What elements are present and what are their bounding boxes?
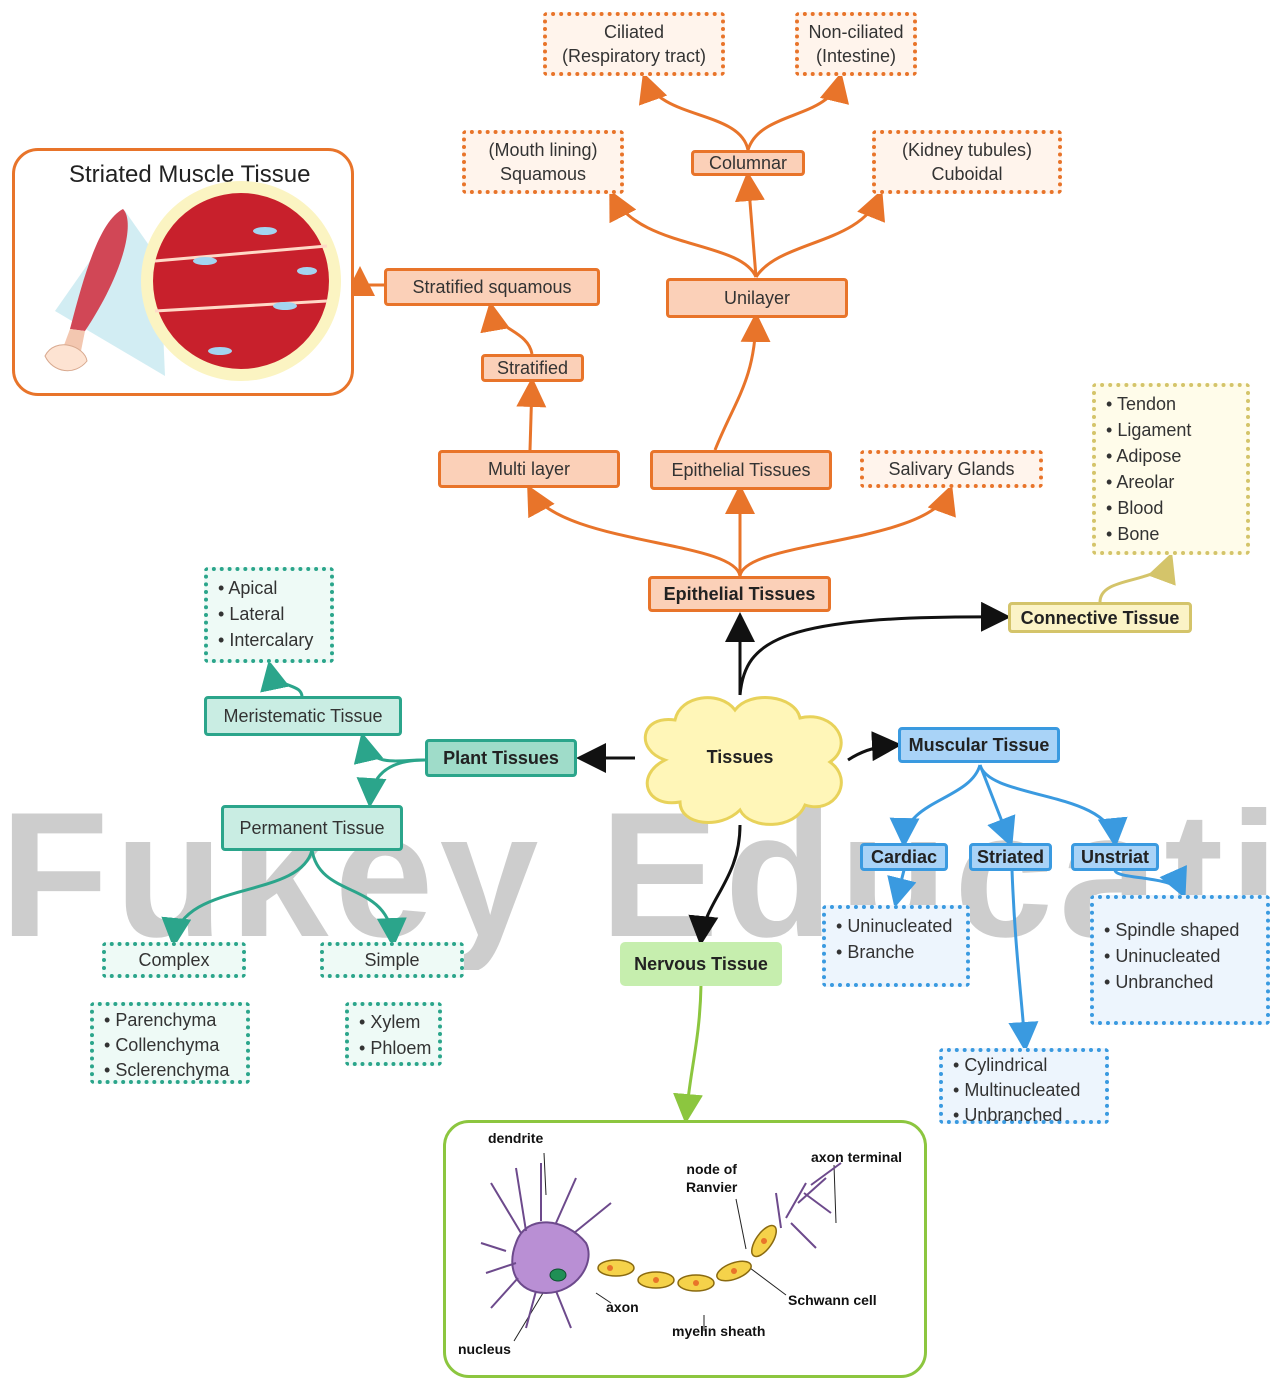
ciliated-label: Ciliated [603,22,665,42]
label-nucleus: nucleus [458,1341,511,1357]
non-ciliated-label: Non-ciliated [808,22,904,42]
striated-items-box: Cylindrical Multinucleated Unbranched [939,1048,1109,1125]
label-axon-terminal: axon terminal [811,1149,903,1165]
ciliated-location: (Respiratory tract) [561,46,707,66]
striated-item: Multinucleated [953,1078,1080,1103]
simple-item: Xylem [359,1009,420,1035]
label-node-line2: Ranvier [686,1179,738,1195]
permanent-tissue-box: Permanent Tissue [221,805,403,851]
label-node-line1: node of [686,1161,737,1177]
connective-item: Tendon [1106,391,1176,417]
squamous-box: (Mouth lining) Squamous [462,130,624,194]
label-myelin-sheath: myelin sheath [672,1323,766,1339]
multi-layer-box: Multi layer [438,450,620,488]
neuron-panel: dendrite node of Ranvier axon terminal a… [443,1120,927,1378]
connective-item: Ligament [1106,417,1191,443]
squamous-location: (Mouth lining) [488,140,598,160]
meristematic-items-box: Apical Lateral Intercalary [204,567,334,663]
unstriat-items-box: Spindle shaped Uninucleated Unbranched [1090,895,1270,1025]
ciliated-box: Ciliated (Respiratory tract) [543,12,725,76]
label-node-of-ranvier: node of Ranvier [686,1160,737,1196]
cuboidal-location: (Kidney tubules) [901,140,1033,160]
connective-item: Bone [1106,521,1159,547]
muscle-panel: Striated Muscle Tissue [12,148,354,396]
connective-items-box: Tendon Ligament Adipose Areolar Blood Bo… [1092,383,1250,555]
simple-item: Phloem [359,1035,431,1061]
squamous-label: Squamous [499,164,587,184]
tissues-center-label: Tissues [706,747,774,767]
meristematic-item: Intercalary [218,627,313,653]
columnar-box: Columnar [691,150,805,176]
label-schwann-cell: Schwann cell [788,1292,877,1308]
meristematic-item: Apical [218,575,277,601]
unstriat-item: Spindle shaped [1104,917,1239,943]
meristematic-item: Lateral [218,601,284,627]
connective-item: Adipose [1106,443,1181,469]
epithelial-tissues-box: Epithelial Tissues [650,450,832,490]
cuboidal-label: Cuboidal [931,164,1003,184]
neuron-illustration [480,1152,842,1342]
label-axon: axon [606,1299,639,1315]
connective-item: Areolar [1106,469,1174,495]
muscle-illustration [44,181,341,381]
cardiac-item: Branche [836,939,914,965]
cardiac-items-box: Uninucleated Branche [822,905,970,987]
stratified-squamous-box: Stratified squamous [384,268,600,306]
simple-items-box: Xylem Phloem [345,1002,442,1066]
striated-item: Cylindrical [953,1053,1047,1078]
unstriat-item: Unbranched [1104,969,1213,995]
cardiac-box: Cardiac [860,843,948,871]
watermark-text: Fukey Education [0,780,1272,970]
stratified-box: Stratified [481,354,584,382]
non-ciliated-location: (Intestine) [815,46,897,66]
striated-item: Unbranched [953,1103,1062,1128]
complex-items-box: Parenchyma Collenchyma Sclerenchyma [90,1002,250,1084]
nervous-tissue-box: Nervous Tissue [620,942,782,986]
tissues-cloud [643,696,843,826]
unstriat-box: Unstriat [1071,843,1159,871]
label-dendrite: dendrite [488,1130,544,1146]
plant-tissues-box: Plant Tissues [425,739,577,777]
unstriat-item: Uninucleated [1104,943,1220,969]
complex-item: Sclerenchyma [104,1058,229,1083]
epithelial-root-box: Epithelial Tissues [648,576,831,612]
striated-box: Striated [969,843,1052,871]
salivary-glands-box: Salivary Glands [860,450,1043,488]
connective-tissue-box: Connective Tissue [1008,602,1192,633]
complex-item: Collenchyma [104,1033,219,1058]
simple-box: Simple [320,942,464,978]
cardiac-item: Uninucleated [836,913,952,939]
muscle-panel-title: Striated Muscle Tissue [69,161,311,188]
meristematic-tissue-box: Meristematic Tissue [204,696,402,736]
muscular-tissue-box: Muscular Tissue [898,727,1060,763]
complex-item: Parenchyma [104,1008,216,1033]
connective-item: Blood [1106,495,1163,521]
complex-box: Complex [102,942,246,978]
unilayer-box: Unilayer [666,278,848,318]
cuboidal-box: (Kidney tubules) Cuboidal [872,130,1062,194]
non-ciliated-box: Non-ciliated (Intestine) [795,12,917,76]
